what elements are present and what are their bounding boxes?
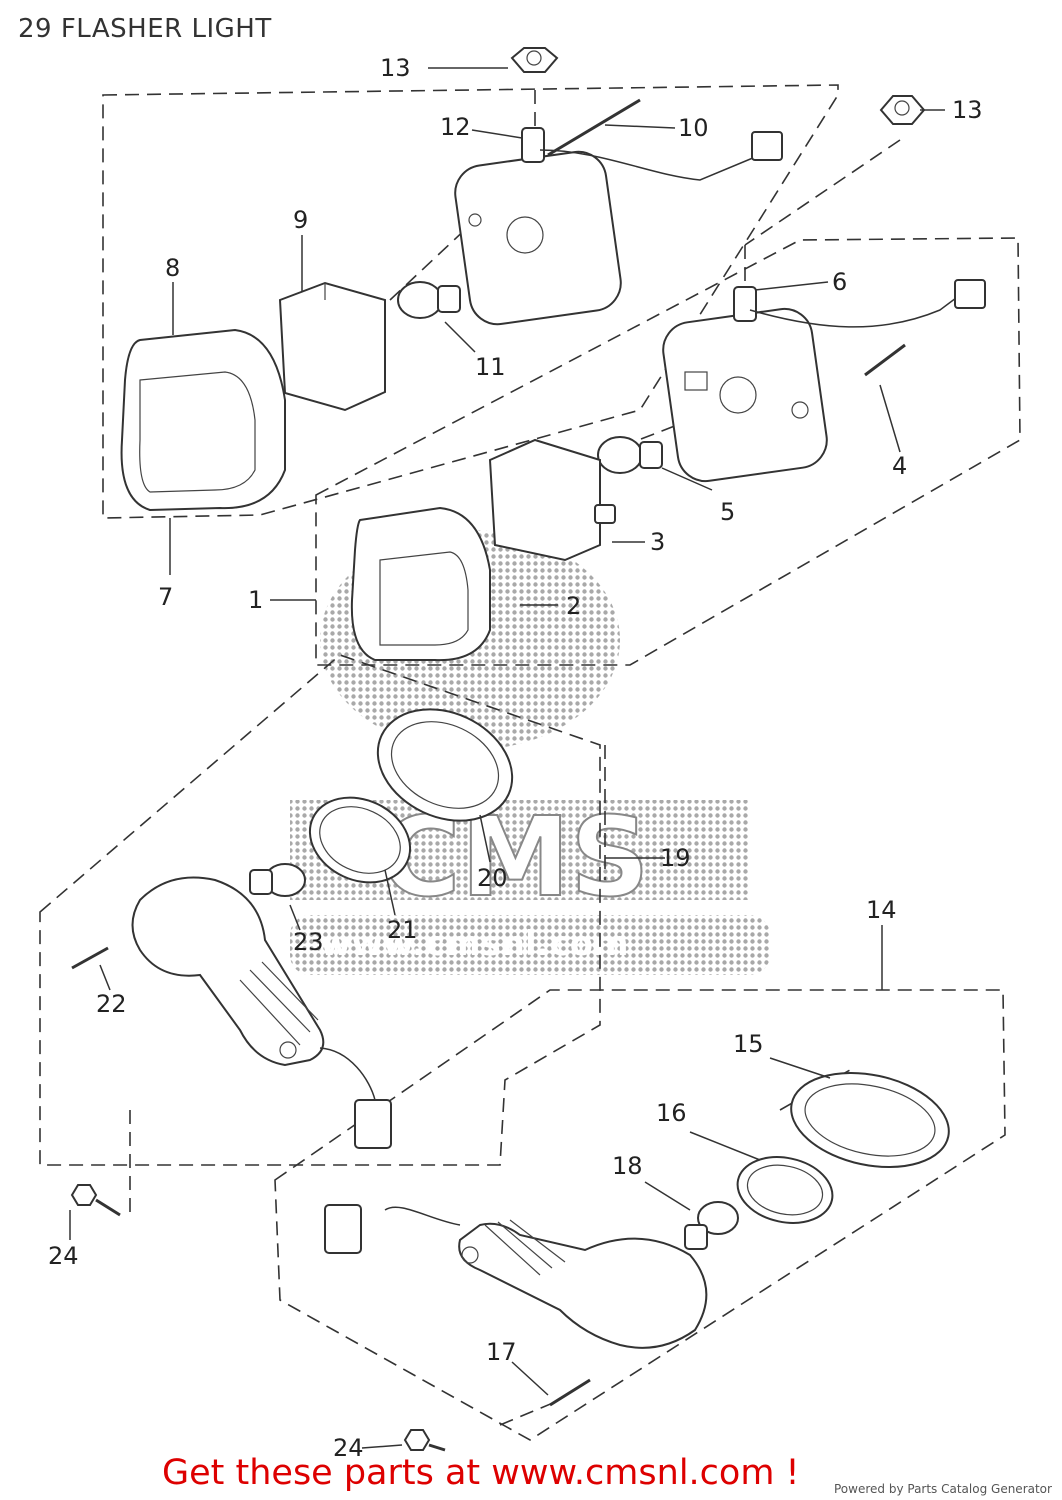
- housing-upper: [454, 127, 783, 326]
- nut-13-right: [879, 95, 926, 125]
- bulb-11: [397, 281, 461, 319]
- page-title: 29 FLASHER LIGHT: [18, 14, 272, 44]
- rim-20: [376, 708, 514, 822]
- callout-15: 15: [733, 1030, 764, 1058]
- watermark-text: CMS: [380, 793, 649, 921]
- socket-9: [278, 281, 386, 412]
- callout-21: 21: [387, 916, 418, 944]
- bolt-24-left: [70, 1184, 121, 1217]
- socket-3: [488, 438, 616, 562]
- nut-13-top: [510, 47, 559, 73]
- gasket-16: [736, 1156, 834, 1224]
- callout-7: 7: [158, 583, 173, 611]
- screw-22: [71, 946, 109, 970]
- callout-14: 14: [866, 896, 897, 924]
- callout-20: 20: [477, 864, 508, 892]
- callout-9: 9: [293, 206, 308, 234]
- callout-12: 12: [440, 113, 471, 141]
- callout-1: 1: [248, 586, 263, 614]
- flasher-right-body: [324, 1204, 708, 1349]
- bolt-24-bottom: [403, 1429, 446, 1452]
- watermark-subtext: www.cmsnl.com: [320, 924, 629, 964]
- assembly-14-box: [274, 989, 1006, 1441]
- callout-17: 17: [486, 1338, 517, 1366]
- callout-24-left: 24: [48, 1242, 79, 1270]
- flasher-left-body: [131, 876, 392, 1149]
- screw-17: [549, 1378, 591, 1407]
- bulb-18: [684, 1201, 739, 1250]
- callout-24-bottom: 24: [333, 1434, 364, 1462]
- screw-4: [864, 343, 906, 377]
- lens-2: [350, 506, 491, 662]
- cta-link[interactable]: Get these parts at www.cmsnl.com !: [162, 1453, 800, 1493]
- assembly-19-box: [39, 654, 601, 1166]
- callout-13-right: 13: [952, 96, 983, 124]
- housing-lower: [662, 279, 986, 483]
- powered-by-text: Powered by Parts Catalog Generator: [834, 1482, 1052, 1496]
- bulb-5: [597, 436, 663, 474]
- callout-3: 3: [650, 528, 665, 556]
- callout-22: 22: [96, 990, 127, 1018]
- callout-11: 11: [475, 353, 506, 381]
- callout-2: 2: [566, 592, 581, 620]
- callout-16: 16: [656, 1099, 687, 1127]
- callout-23: 23: [293, 928, 324, 956]
- callout-10: 10: [678, 114, 709, 142]
- callout-6: 6: [832, 268, 847, 296]
- callout-5: 5: [720, 498, 735, 526]
- callout-18: 18: [612, 1152, 643, 1180]
- screw-10: [547, 98, 641, 157]
- bulb-23: [249, 863, 306, 897]
- callout-8: 8: [165, 254, 180, 282]
- callout-4: 4: [892, 452, 907, 480]
- gasket-21: [308, 796, 412, 884]
- callout-13-top: 13: [380, 54, 411, 82]
- rim-15: [790, 1071, 950, 1169]
- callout-19: 19: [660, 844, 691, 872]
- lens-8: [120, 328, 286, 512]
- assembly-7-box: [102, 84, 839, 519]
